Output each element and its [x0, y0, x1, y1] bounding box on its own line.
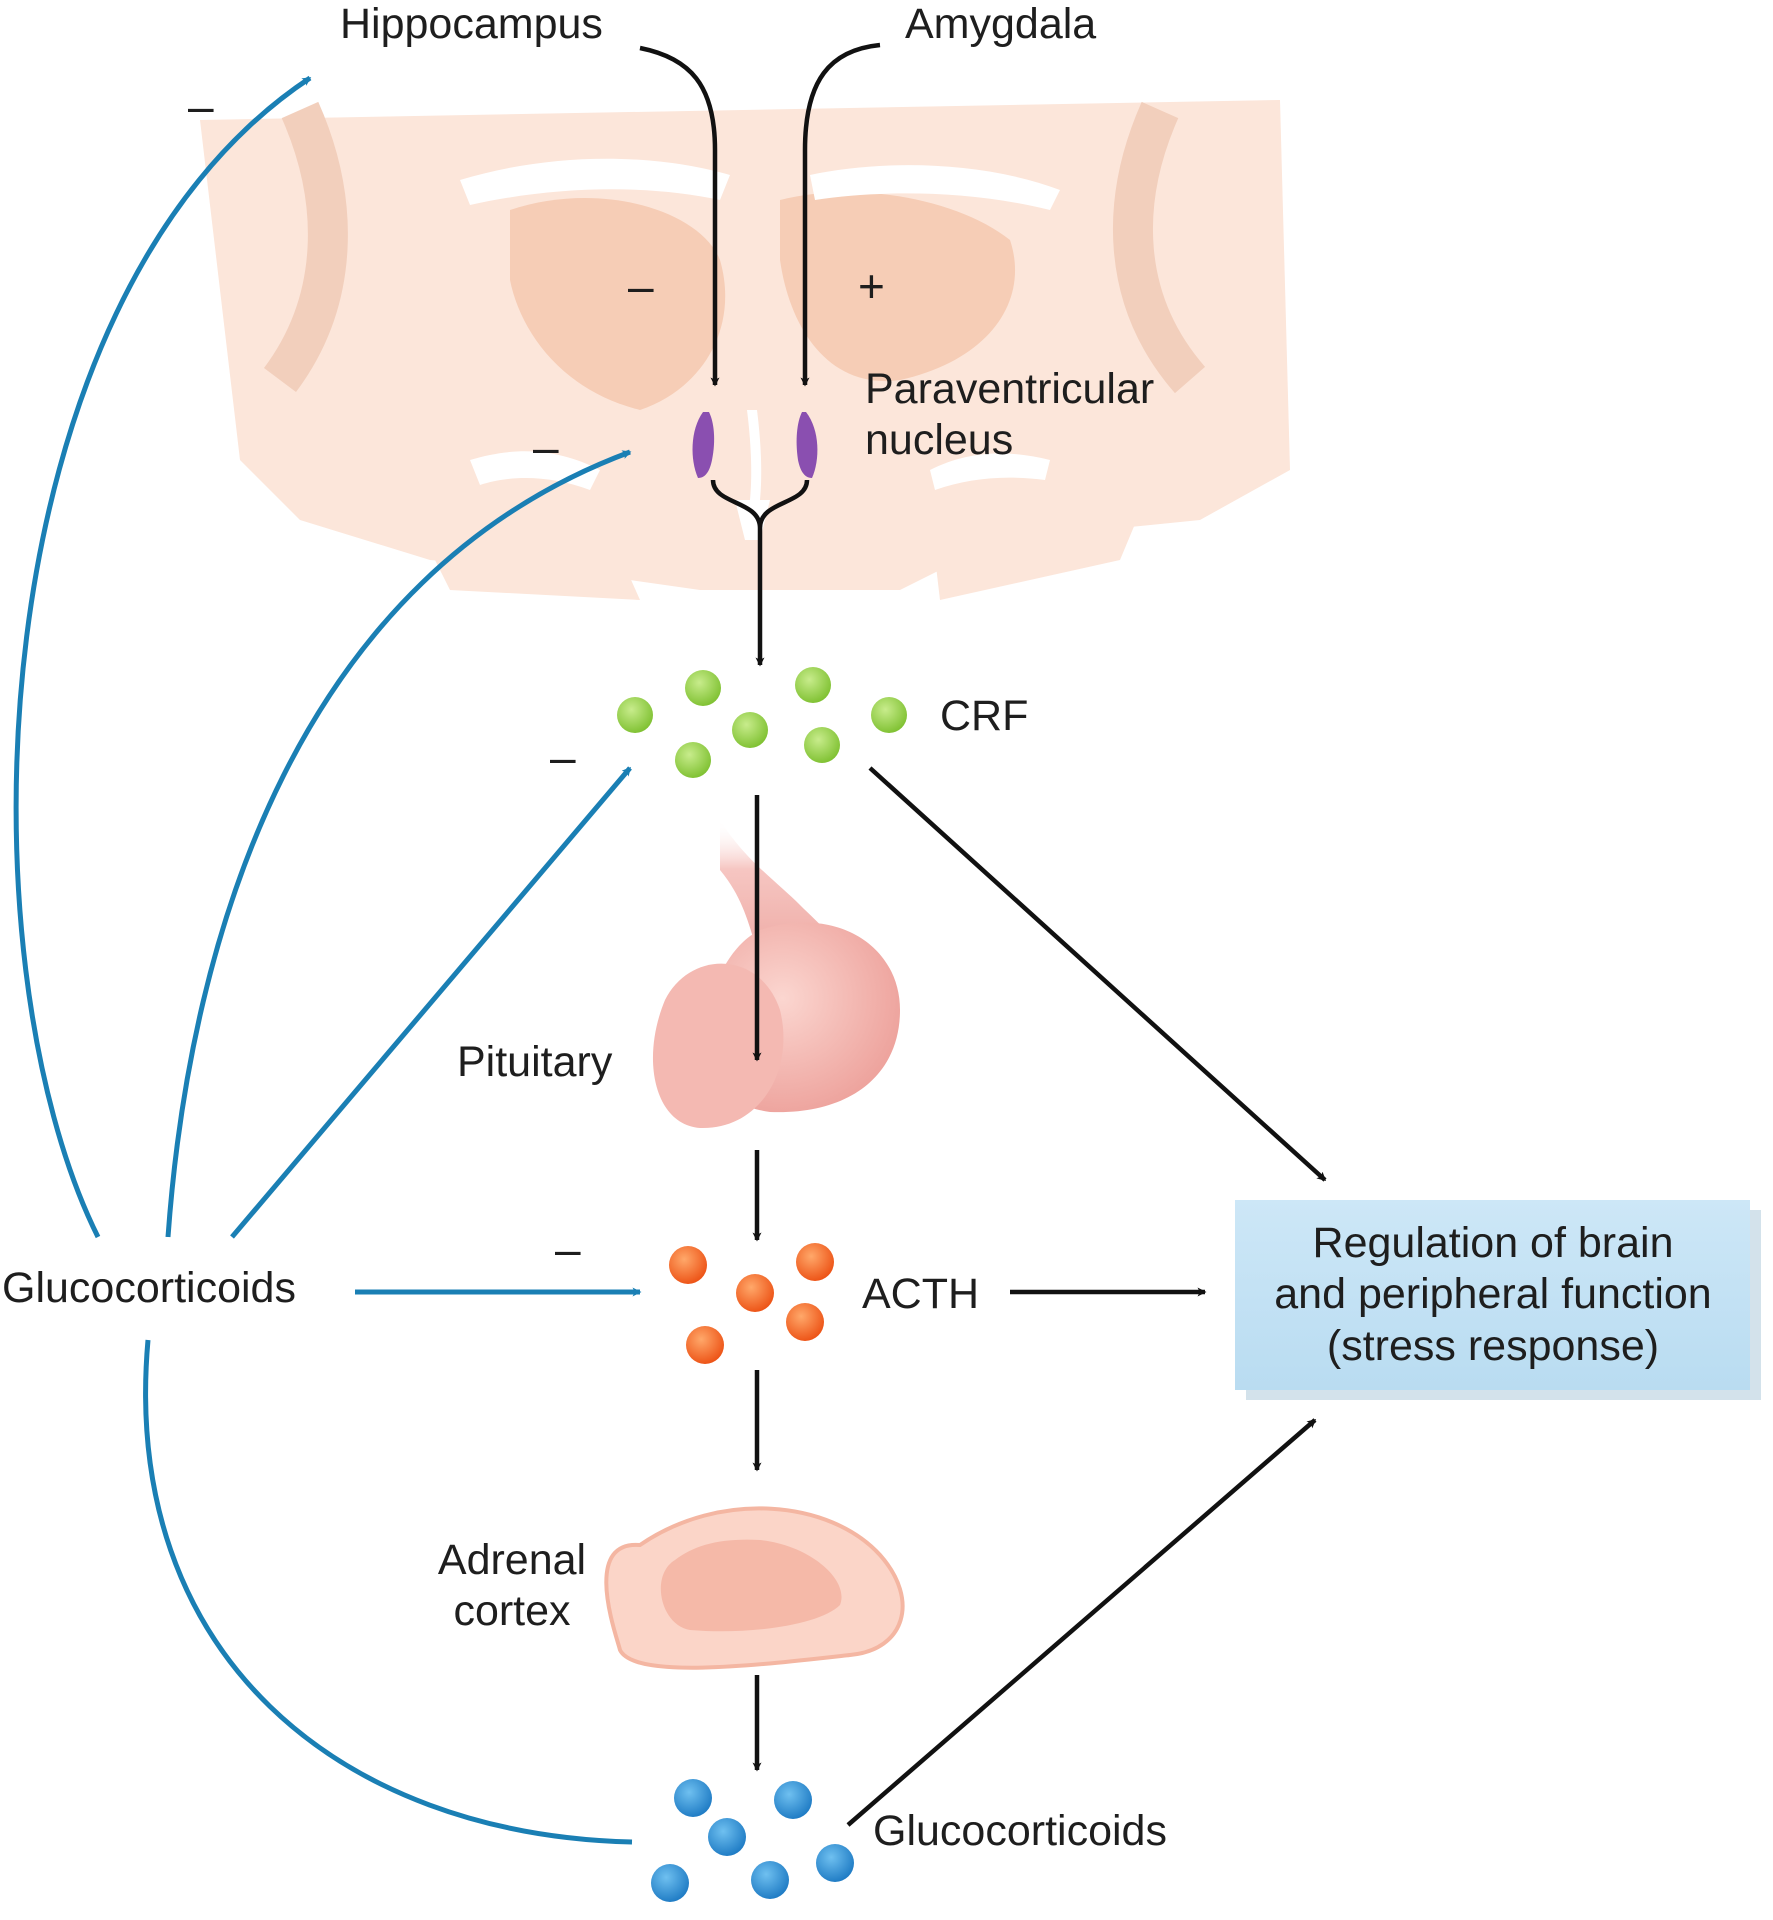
acth-feedback-sign: –: [555, 1223, 581, 1275]
acth-molecule: [686, 1326, 724, 1364]
amygdala-to-pvn-arrow: [800, 42, 881, 387]
crf-molecule: [732, 712, 768, 748]
adrenal-cortex: [604, 1506, 905, 1670]
glucocorticoids-to-stress-response-arrow: [846, 1418, 1317, 1827]
feedback-to-crf-arrow: [230, 766, 632, 1239]
acth-molecule: [786, 1303, 824, 1341]
feedback-to-hippocampus-arrow: [13, 75, 312, 1239]
glucocorticoid-molecule: [816, 1844, 854, 1882]
crf-molecule: [617, 697, 653, 733]
pvn-feedback-sign: –: [533, 421, 559, 473]
crf-molecule: [675, 742, 711, 778]
hippocampus-feedback-sign: –: [188, 80, 214, 132]
labels: Hippocampus Amygdala Paraventricular nuc…: [2, 0, 1167, 1855]
result-box-line2: and peripheral function: [1274, 1270, 1711, 1318]
feedback-to-pvn-arrow: [165, 449, 632, 1238]
acth-molecules: [669, 1243, 834, 1364]
hippocampus-to-pvn-arrow: [639, 45, 720, 387]
amygdala-input-sign: +: [858, 260, 885, 312]
acth-molecule: [796, 1243, 834, 1281]
paraventricular-label-line1: Paraventricular: [865, 365, 1154, 413]
result-box-line1: Regulation of brain: [1313, 1219, 1674, 1267]
paraventricular-nucleus: [692, 412, 818, 478]
negative-feedback-pathways: [13, 75, 642, 1845]
pvn-to-crf-arrow: [710, 479, 810, 665]
acth-molecule: [669, 1246, 707, 1284]
acth-molecule: [736, 1274, 774, 1312]
crf-label: CRF: [940, 692, 1028, 740]
adrenal-label-line1: Adrenal: [438, 1536, 586, 1584]
crf-molecule: [795, 667, 831, 703]
glucocorticoid-molecule: [708, 1818, 746, 1856]
pituitary-label: Pituitary: [457, 1038, 613, 1086]
crf-feedback-sign: –: [550, 731, 576, 783]
glucocorticoid-molecules: [651, 1779, 854, 1902]
crf-molecule: [685, 670, 721, 706]
amygdala-label: Amygdala: [905, 0, 1096, 48]
crf-to-stress-response-arrow: [868, 766, 1327, 1182]
paraventricular-label-line2: nucleus: [865, 416, 1013, 464]
acth-label: ACTH: [862, 1270, 979, 1318]
glucocorticoid-molecule: [674, 1779, 712, 1817]
stress-response-box: Regulation of brain and peripheral funct…: [1235, 1200, 1761, 1400]
pituitary-gland: [652, 820, 900, 1129]
glucocorticoid-molecule: [774, 1781, 812, 1819]
glucocorticoids-bottom-label: Glucocorticoids: [873, 1807, 1167, 1855]
glucocorticoid-molecule: [651, 1864, 689, 1902]
stimulatory-pathways: [639, 42, 1327, 1827]
hippocampus-label: Hippocampus: [340, 0, 603, 48]
adrenal-label-line2: cortex: [453, 1587, 571, 1635]
brain-section: [200, 100, 1290, 600]
crf-molecules: [617, 667, 907, 778]
crf-molecule: [871, 697, 907, 733]
regulation-signs: – – + – – –: [188, 80, 885, 1275]
crf-molecule: [804, 727, 840, 763]
glucocorticoid-molecule: [751, 1861, 789, 1899]
hippocampus-input-sign: –: [628, 260, 654, 312]
result-box-line3: (stress response): [1327, 1322, 1659, 1370]
glucocorticoids-left-label: Glucocorticoids: [2, 1264, 296, 1312]
glucocorticoids-recirculation-curve: [143, 1339, 633, 1845]
